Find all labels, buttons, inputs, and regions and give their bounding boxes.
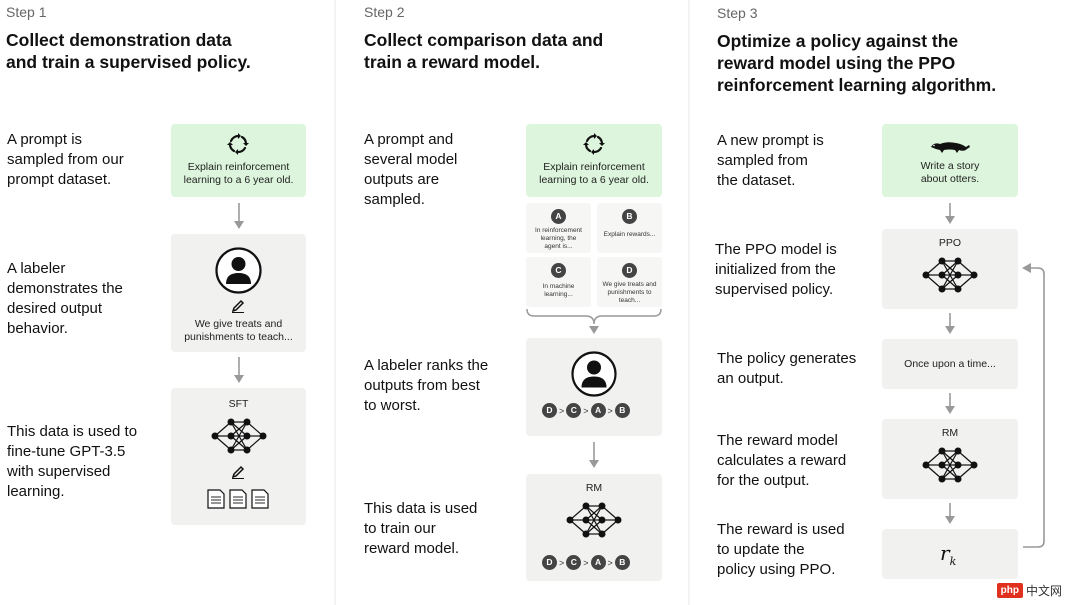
output-b-box: B Explain rewards...: [597, 203, 662, 253]
rank-gt: >: [559, 557, 565, 568]
output-b-text: Explain rewards...: [603, 231, 656, 238]
rank-badge: D: [542, 403, 557, 418]
rank-badge: A: [590, 403, 606, 418]
step2-label: Step 2: [364, 4, 405, 20]
sft-label: SFT: [228, 398, 249, 410]
rm-label: RM: [585, 482, 603, 494]
rank-gt: >: [559, 405, 565, 416]
step1-sft-box: SFT: [171, 388, 306, 525]
ranking-row: D> C> A> B: [542, 403, 630, 418]
arrow-down-icon: [589, 442, 599, 468]
neural-network-icon: [566, 502, 622, 538]
step3-rm-box: RM: [882, 419, 1018, 499]
pencil-icon: [231, 299, 245, 313]
watermark: php 中文网: [996, 582, 1062, 599]
step3-output-box: Once upon a time...: [882, 339, 1018, 389]
step1-column: Step 1 Collect demonstration data and tr…: [0, 0, 334, 605]
watermark-text: 中文网: [1025, 584, 1062, 598]
step3-reward-box: rk: [882, 529, 1018, 579]
rank-gt: >: [583, 557, 589, 568]
arrow-down-icon: [234, 357, 244, 383]
documents-icon: [207, 489, 269, 509]
arrow-down-icon: [945, 313, 955, 334]
output-a-badge: A: [551, 209, 566, 224]
step3-label: Step 3: [717, 5, 758, 21]
labeler-person-icon: [571, 351, 617, 397]
rm-ranking-row: D> C> A> B: [542, 555, 630, 570]
arrow-down-icon: [945, 203, 955, 224]
output-c-badge: C: [551, 263, 566, 278]
reward-symbol: rk: [940, 541, 957, 568]
rank-badge: C: [566, 403, 582, 418]
recycle-icon: [227, 133, 249, 155]
step1-label: Step 1: [6, 4, 47, 20]
recycle-icon: [583, 133, 605, 155]
step2-labeler-box: D> C> A> B: [526, 338, 662, 436]
rank-gt: >: [583, 405, 589, 416]
rank-badge: B: [614, 555, 630, 570]
rank-gt: >: [607, 557, 613, 568]
brace-connector: [526, 308, 662, 334]
step2-rm-box: RM D> C> A> B: [526, 474, 662, 581]
neural-network-icon: [211, 418, 267, 454]
labeler-person-icon: [215, 247, 262, 294]
step3-ppo-box: PPO: [882, 229, 1018, 309]
watermark-logo: php: [996, 583, 1023, 598]
step1-title: Collect demonstration data and train a s…: [6, 30, 251, 72]
rank-badge: B: [614, 403, 630, 418]
feedback-loop-arrow: [1022, 263, 1045, 548]
neural-network-icon: [922, 447, 978, 483]
rank-badge: C: [566, 555, 582, 570]
arrow-down-icon: [945, 393, 955, 414]
rank-badge: A: [590, 555, 606, 570]
arrow-down-icon: [945, 503, 955, 524]
neural-network-icon: [922, 257, 978, 293]
ppo-label: PPO: [938, 237, 962, 249]
rank-badge: D: [542, 555, 557, 570]
step3-output-text: Once upon a time...: [904, 358, 996, 370]
pencil-icon: [231, 465, 245, 479]
rank-gt: >: [607, 405, 613, 416]
otter-icon: [931, 142, 970, 153]
arrow-down-icon: [234, 203, 244, 229]
step3-rm-label: RM: [941, 427, 959, 439]
output-b-badge: B: [622, 209, 637, 224]
output-d-badge: D: [622, 263, 637, 278]
